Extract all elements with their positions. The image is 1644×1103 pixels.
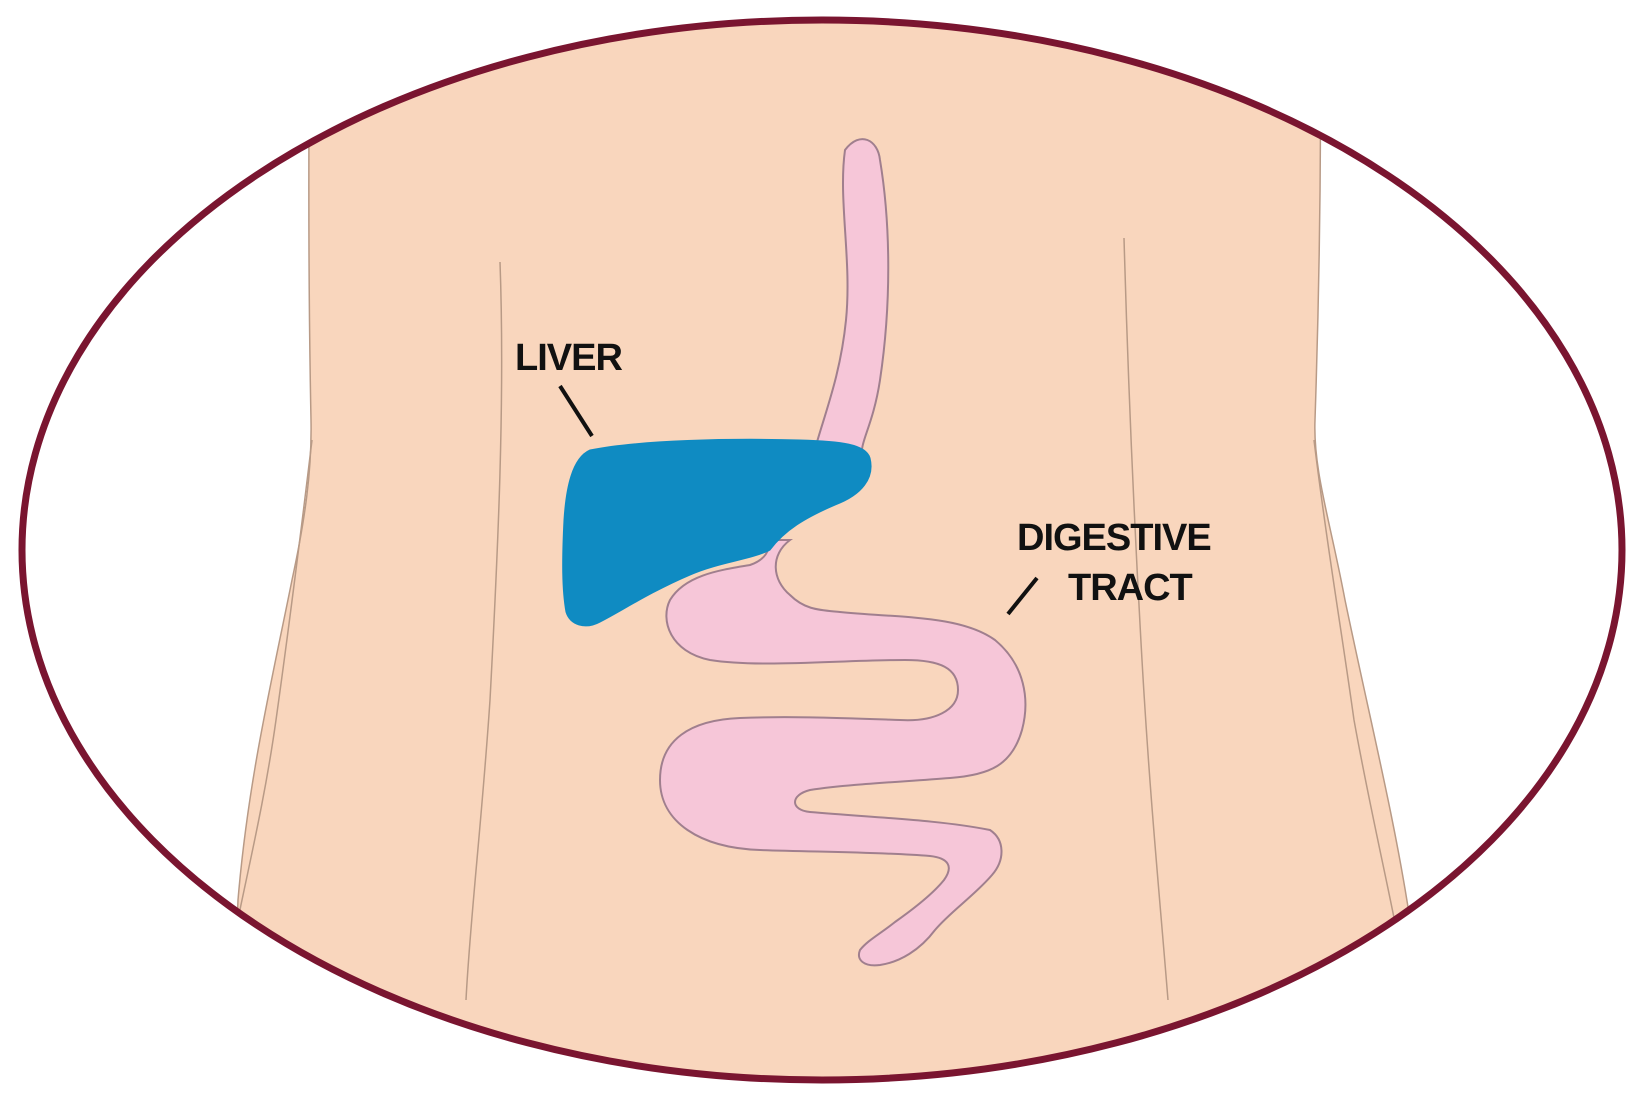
oval-content <box>222 0 1420 1103</box>
digestive-label-line1: DIGESTIVE <box>1017 517 1211 559</box>
digestive-label-line2: TRACT <box>1068 567 1193 609</box>
torso <box>230 0 1420 1103</box>
liver-label: LIVER <box>515 337 622 379</box>
